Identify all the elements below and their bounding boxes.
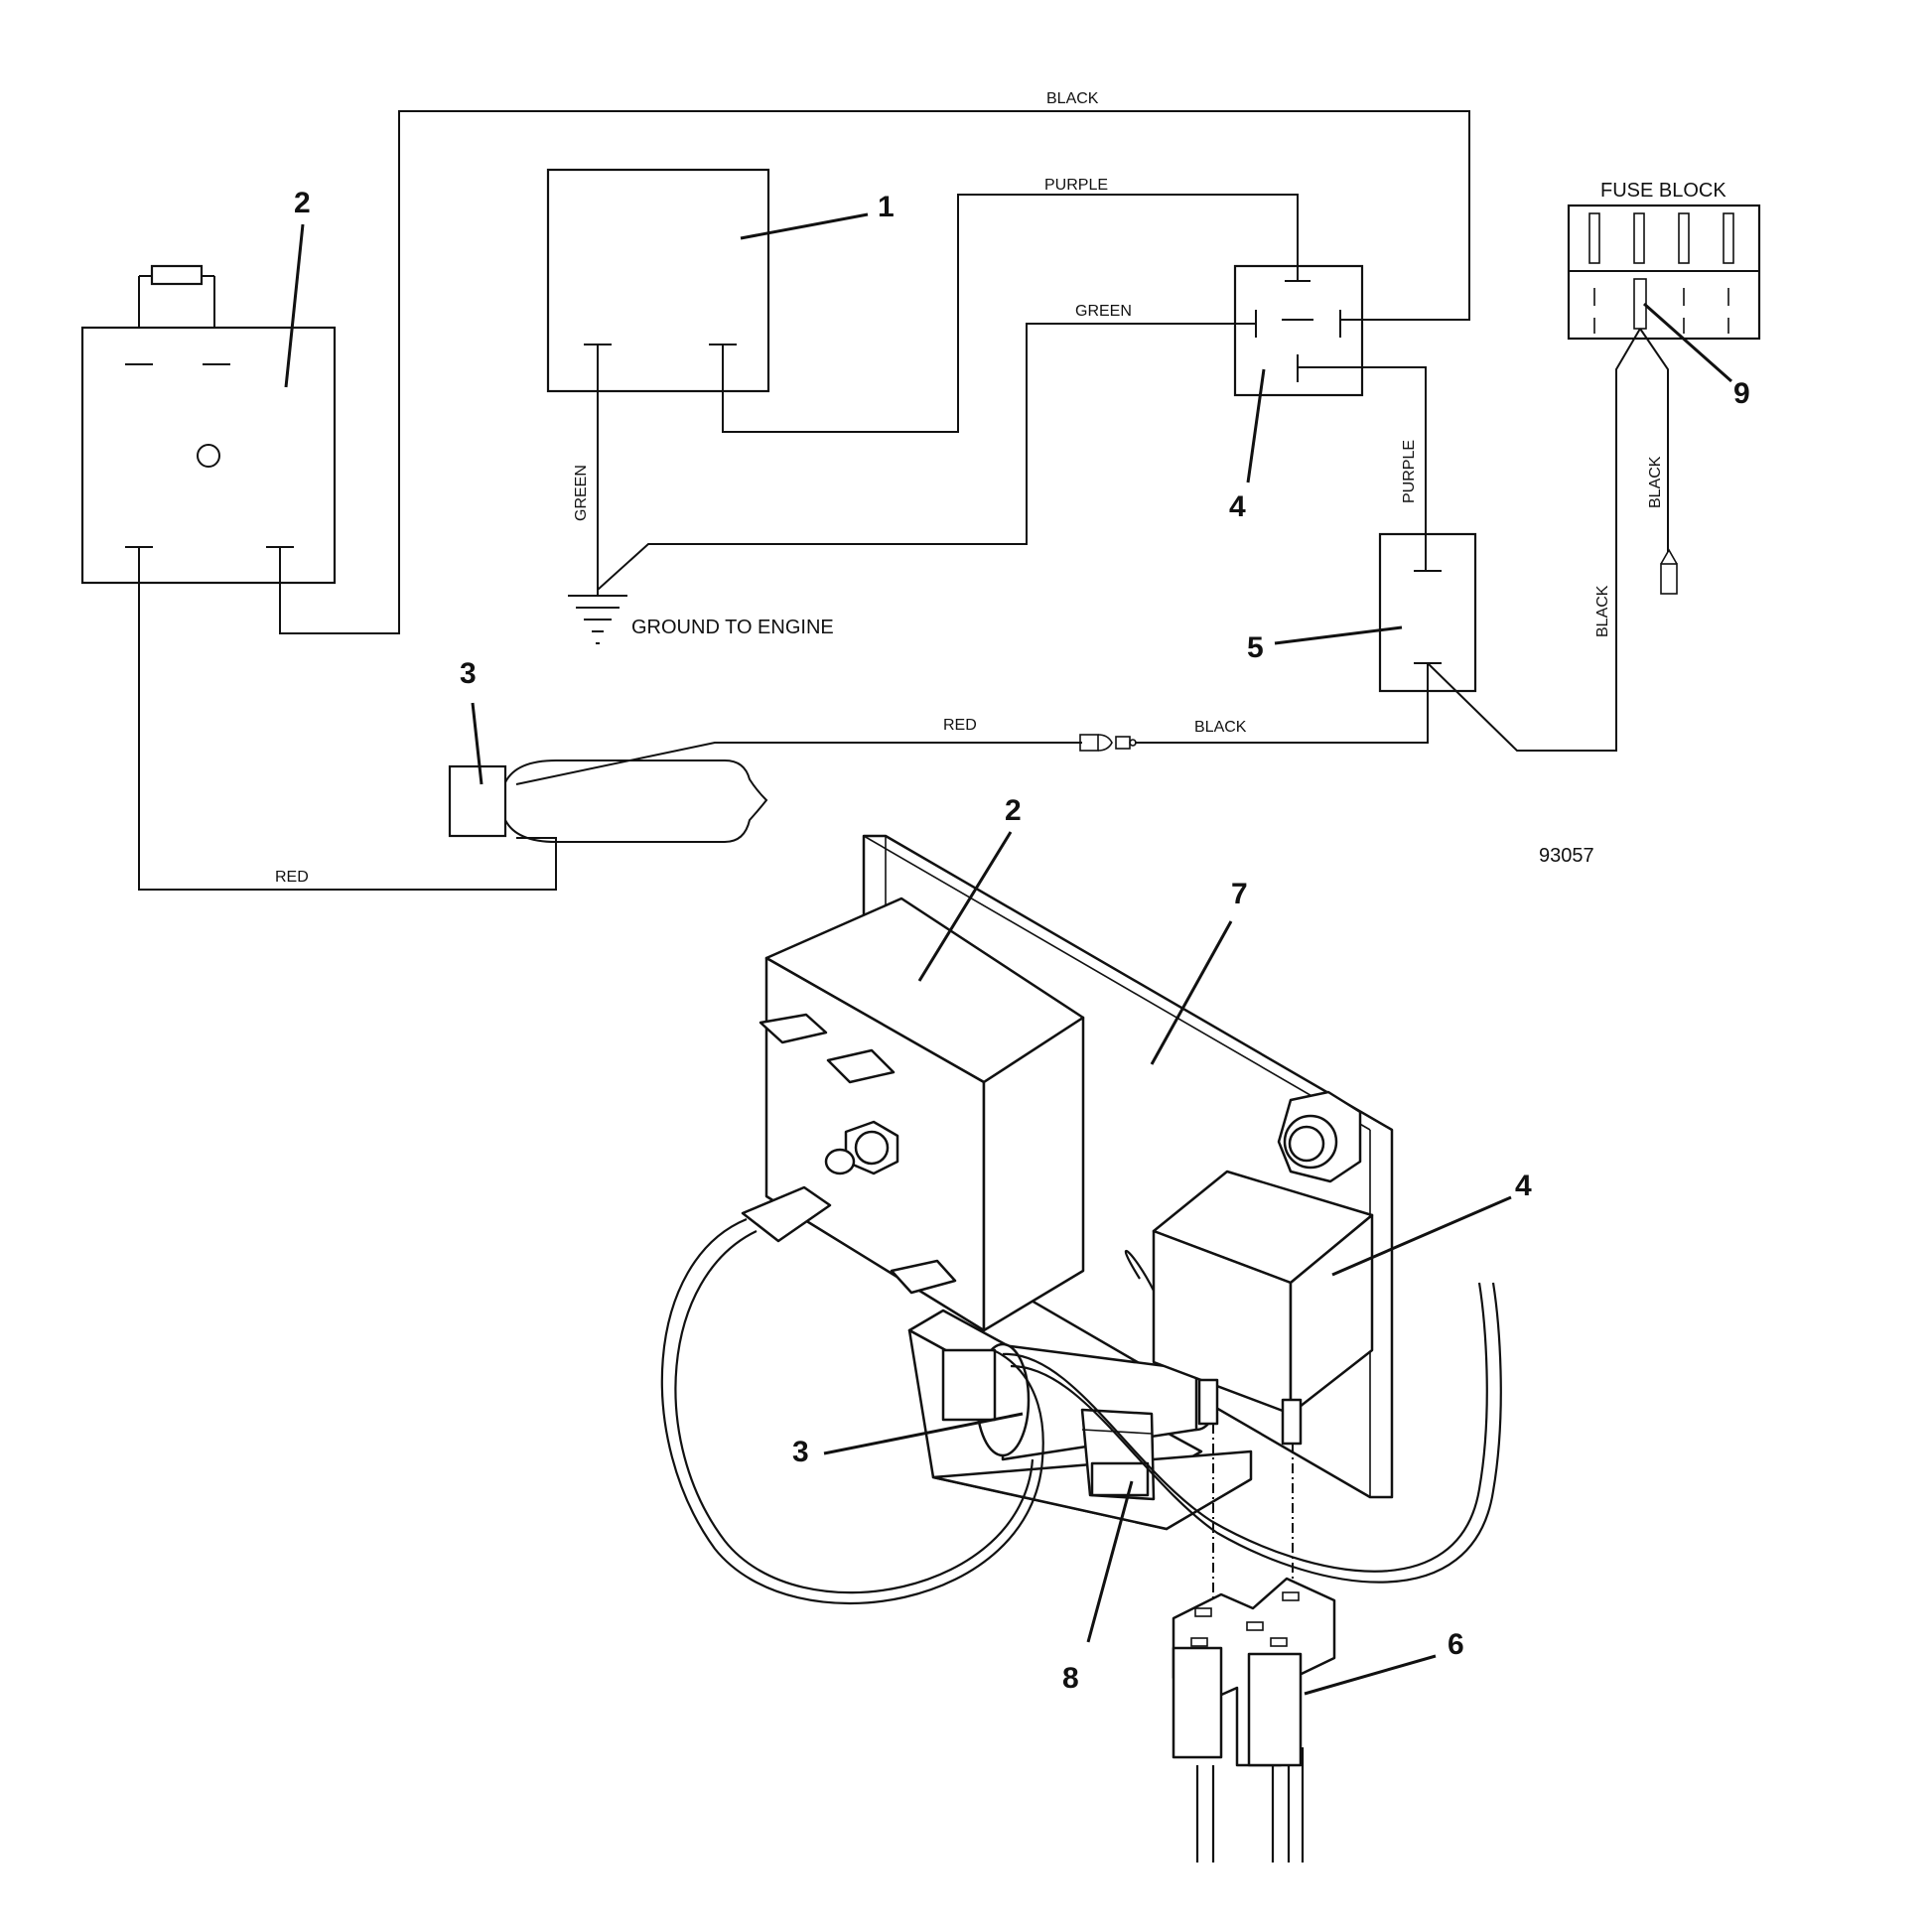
leader-8 — [1086, 1480, 1134, 1643]
leader-2-assembly — [917, 831, 1013, 982]
leader-2-schematic — [284, 223, 305, 388]
mounting-nut — [1277, 1090, 1362, 1183]
module-box — [741, 897, 1085, 1332]
terminal-connector — [1660, 548, 1678, 595]
wire-label-red-bottom: RED — [275, 869, 309, 886]
callout-2-assembly: 2 — [1005, 794, 1022, 827]
clip — [1080, 1408, 1156, 1501]
wire-label-green-mid: GREEN — [1075, 303, 1132, 320]
callout-4-assembly: 4 — [1515, 1170, 1532, 1202]
callout-5: 5 — [1247, 631, 1264, 664]
schematic-wires — [138, 110, 1669, 891]
component-4-schematic — [1233, 264, 1364, 397]
callout-1: 1 — [878, 191, 895, 223]
cable-right — [1002, 1282, 1488, 1573]
ground-icon — [568, 595, 627, 644]
leader-6 — [1304, 1654, 1437, 1696]
leader-4-assembly — [1331, 1195, 1512, 1277]
callout-7: 7 — [1231, 878, 1248, 910]
callout-4-schematic: 4 — [1229, 490, 1246, 523]
leader-4-schematic — [1246, 368, 1266, 483]
callout-9: 9 — [1733, 377, 1750, 410]
fuse-block — [1567, 204, 1761, 341]
wire-label-black-lower: BLACK — [1194, 719, 1247, 736]
wire-label-black-top: BLACK — [1046, 90, 1099, 107]
wire-label-black-fuse-2: BLACK — [1647, 456, 1664, 508]
fuse-icon — [150, 264, 204, 286]
drawing-number: 93057 — [1539, 845, 1594, 867]
cable-left — [660, 1217, 1044, 1604]
callout-6: 6 — [1448, 1628, 1464, 1661]
inline-connector — [1079, 734, 1137, 752]
callout-8: 8 — [1062, 1662, 1079, 1695]
component-2-schematic — [80, 264, 337, 585]
callout-3-schematic: 3 — [460, 657, 477, 690]
wire-label-purple-top: PURPLE — [1044, 177, 1108, 194]
leader-3-assembly — [823, 1412, 1024, 1455]
component-1-schematic — [546, 168, 770, 393]
indicator-icon — [197, 444, 220, 468]
wire-label-red-lower: RED — [943, 717, 977, 734]
leader-9 — [1643, 302, 1732, 383]
module-side — [982, 1016, 1085, 1332]
callout-3-assembly: 3 — [792, 1436, 809, 1468]
leader-7 — [1150, 920, 1233, 1065]
wire-label-green-vertical: GREEN — [573, 465, 590, 521]
relay-socket — [1172, 1577, 1336, 1863]
component-3-schematic — [448, 759, 768, 843]
wire-label-black-fuse-1: BLACK — [1594, 585, 1611, 637]
callout-2-schematic: 2 — [294, 187, 311, 219]
leader-1 — [740, 212, 869, 240]
assembly-view — [660, 834, 1502, 1863]
leader-3-schematic — [471, 702, 483, 785]
wire-label-purple-right: PURPLE — [1401, 440, 1418, 503]
leader-5 — [1274, 625, 1403, 645]
ground-label: GROUND TO ENGINE — [631, 617, 834, 638]
fuse-block-label: FUSE BLOCK — [1600, 180, 1726, 202]
